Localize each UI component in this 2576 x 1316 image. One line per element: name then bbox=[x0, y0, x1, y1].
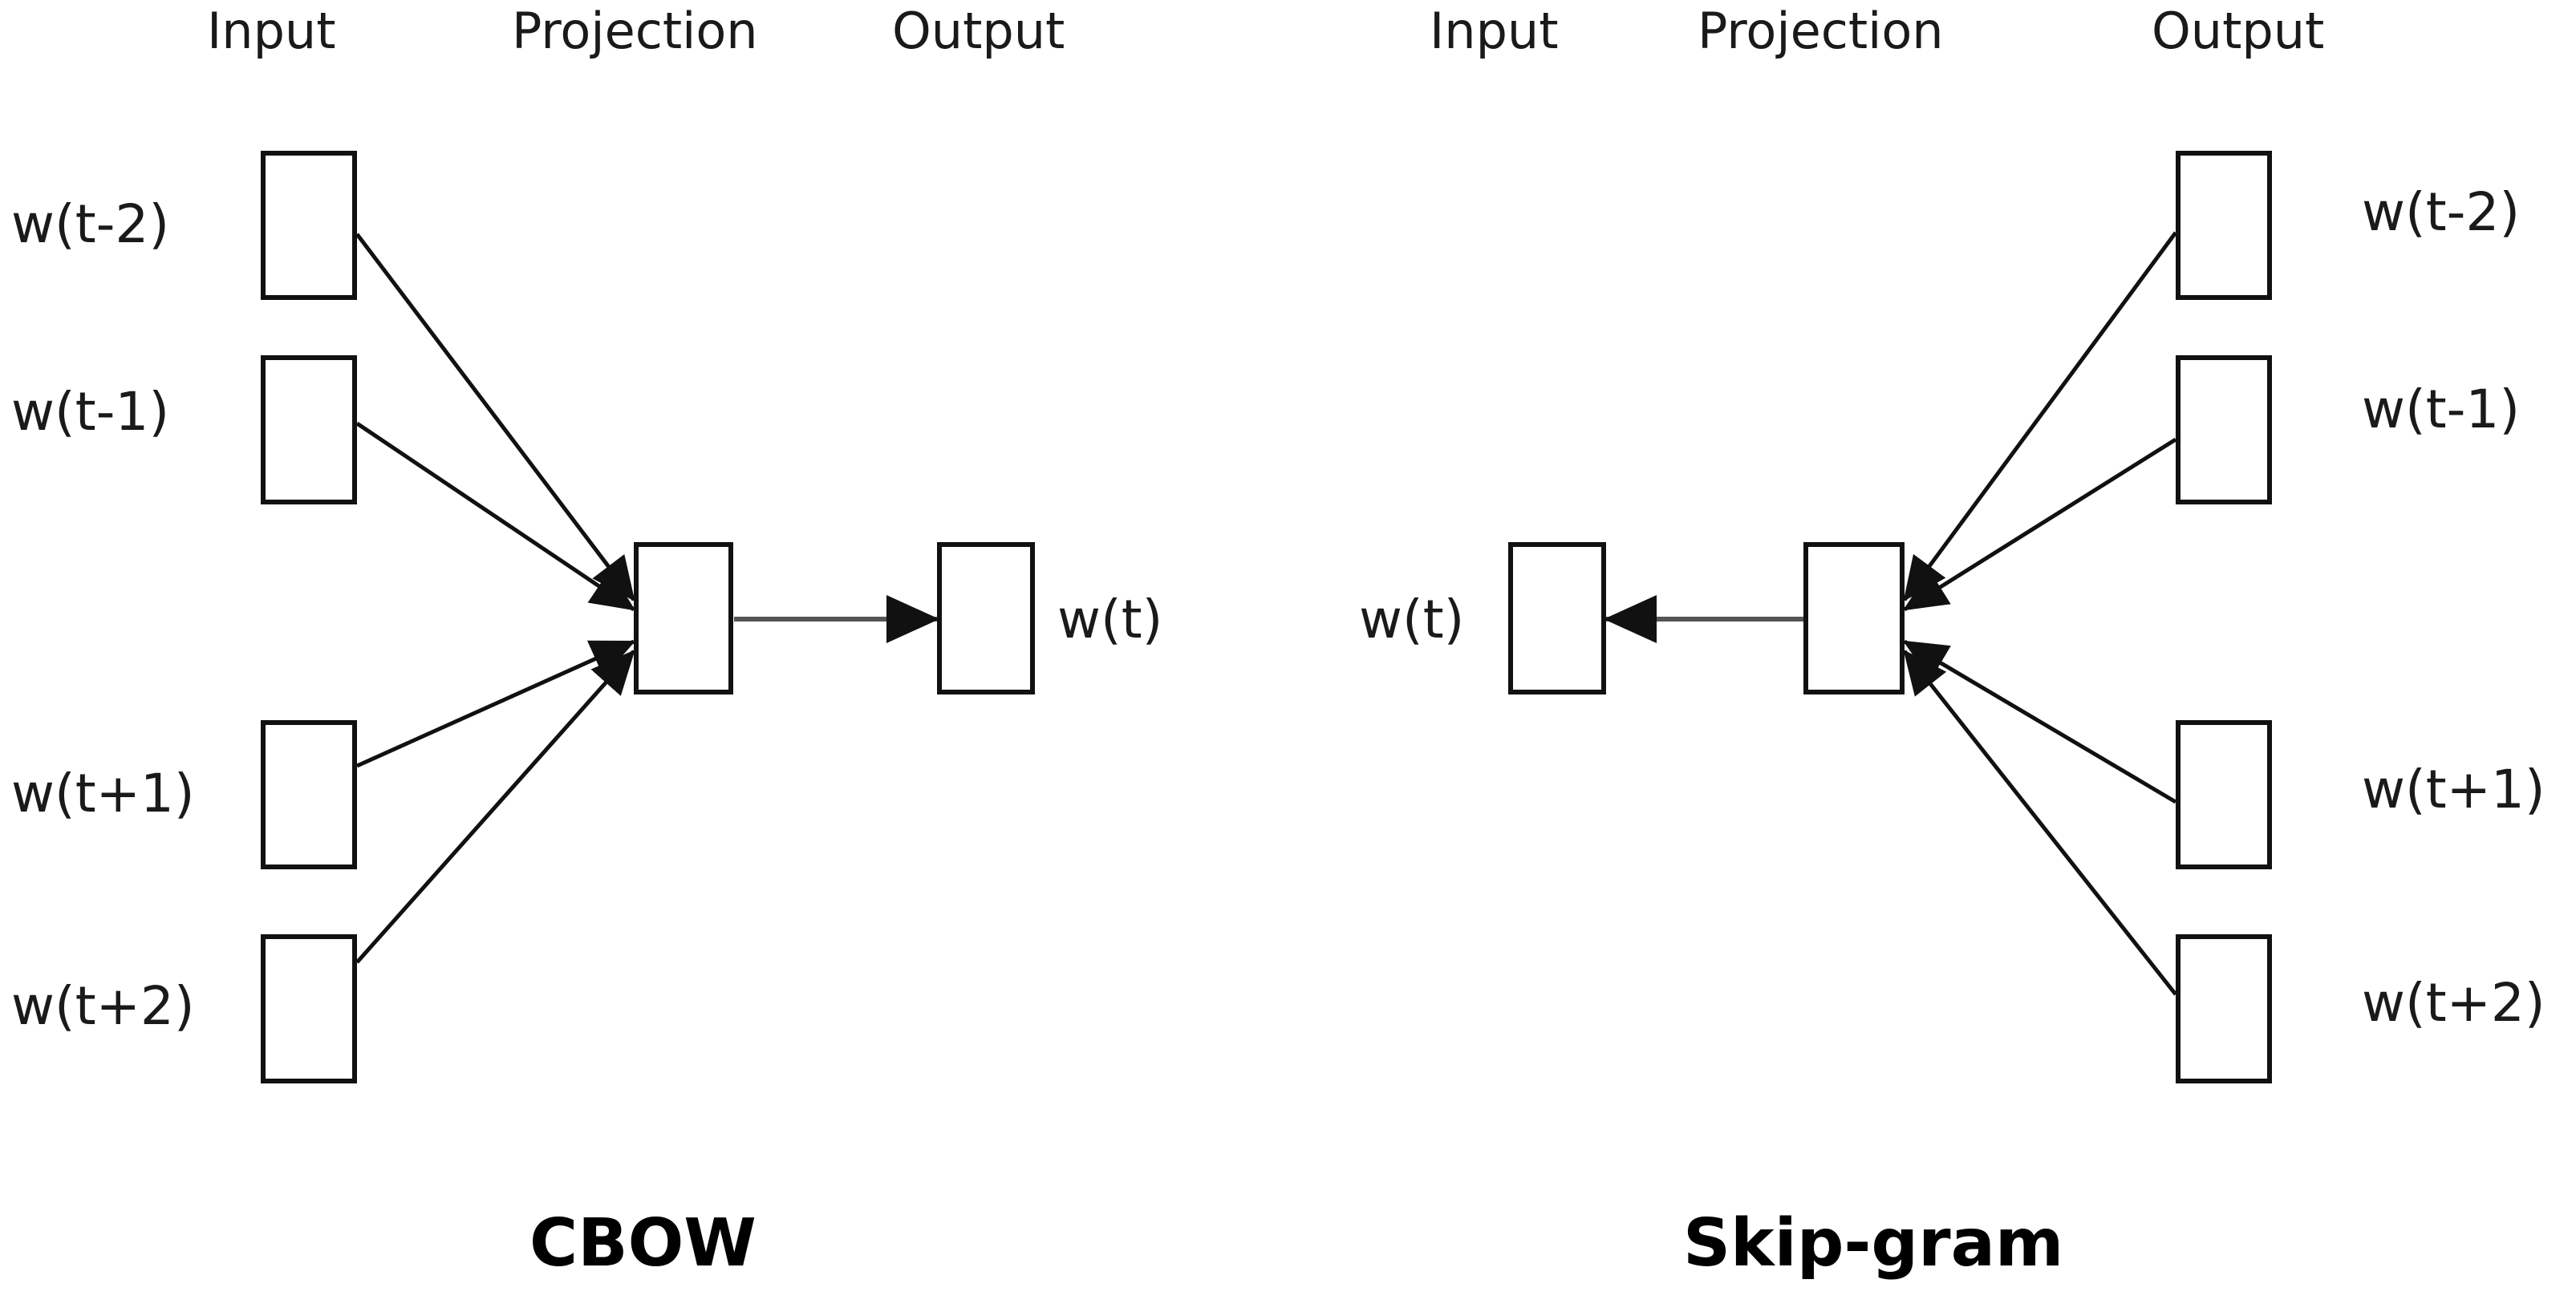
cbow-edge-wt+1 bbox=[355, 639, 636, 768]
cbow-input-label-wt-2: w(t-2) bbox=[11, 193, 170, 255]
skipgram-edge-wt-2 bbox=[1902, 231, 2178, 602]
cbow-panel-title: CBOW bbox=[529, 1205, 757, 1282]
cbow-edge-wt+2 bbox=[355, 650, 635, 964]
cbow-input-box-wt-1[interactable] bbox=[261, 355, 357, 504]
cbow-header-projection: Projection bbox=[512, 2, 758, 60]
cbow-edge-wt-1 bbox=[355, 421, 636, 612]
skipgram-output-label-wt+1: w(t+1) bbox=[2362, 759, 2546, 820]
skipgram-output-edges bbox=[1902, 231, 2178, 996]
skipgram-output-label-wt-1: w(t-1) bbox=[2362, 379, 2521, 440]
skipgram-panel-title: Skip-gram bbox=[1683, 1205, 2064, 1282]
cbow-input-box-wt+1[interactable] bbox=[261, 720, 357, 869]
cbow-output-label-wt: w(t) bbox=[1057, 589, 1163, 650]
skipgram-input-label-wt: w(t) bbox=[1359, 589, 1465, 650]
cbow-input-label-wt+2: w(t+2) bbox=[11, 975, 195, 1037]
skipgram-edge-wt+2 bbox=[1903, 650, 2177, 996]
cbow-input-box-wt+2[interactable] bbox=[261, 934, 357, 1083]
skipgram-input-box-wt[interactable] bbox=[1508, 542, 1606, 694]
skipgram-output-box-wt-1[interactable] bbox=[2176, 355, 2272, 504]
skipgram-output-box-wt-2[interactable] bbox=[2176, 151, 2272, 300]
cbow-input-box-wt-2[interactable] bbox=[261, 151, 357, 300]
skipgram-edge-wt-1 bbox=[1902, 437, 2177, 612]
skipgram-output-label-wt+2: w(t+2) bbox=[2362, 972, 2546, 1034]
skipgram-projection-box[interactable] bbox=[1803, 542, 1905, 694]
skipgram-output-label-wt-2: w(t-2) bbox=[2362, 181, 2521, 243]
cbow-edge-wt-2 bbox=[355, 233, 635, 601]
skipgram-edge-wt+1 bbox=[1902, 639, 2177, 804]
cbow-header-input: Input bbox=[207, 2, 336, 60]
skipgram-output-box-wt+1[interactable] bbox=[2176, 720, 2272, 869]
skipgram-header-input: Input bbox=[1430, 2, 1559, 60]
cbow-projection-box[interactable] bbox=[634, 542, 733, 694]
skipgram-output-box-wt+2[interactable] bbox=[2176, 934, 2272, 1083]
cbow-header-output: Output bbox=[892, 2, 1065, 60]
skipgram-header-output: Output bbox=[2152, 2, 2325, 60]
cbow-input-edges bbox=[355, 233, 636, 964]
skipgram-header-projection: Projection bbox=[1698, 2, 1944, 60]
cbow-output-box-wt[interactable] bbox=[937, 542, 1035, 694]
cbow-input-label-wt-1: w(t-1) bbox=[11, 381, 170, 443]
cbow-input-label-wt+1: w(t+1) bbox=[11, 763, 195, 824]
